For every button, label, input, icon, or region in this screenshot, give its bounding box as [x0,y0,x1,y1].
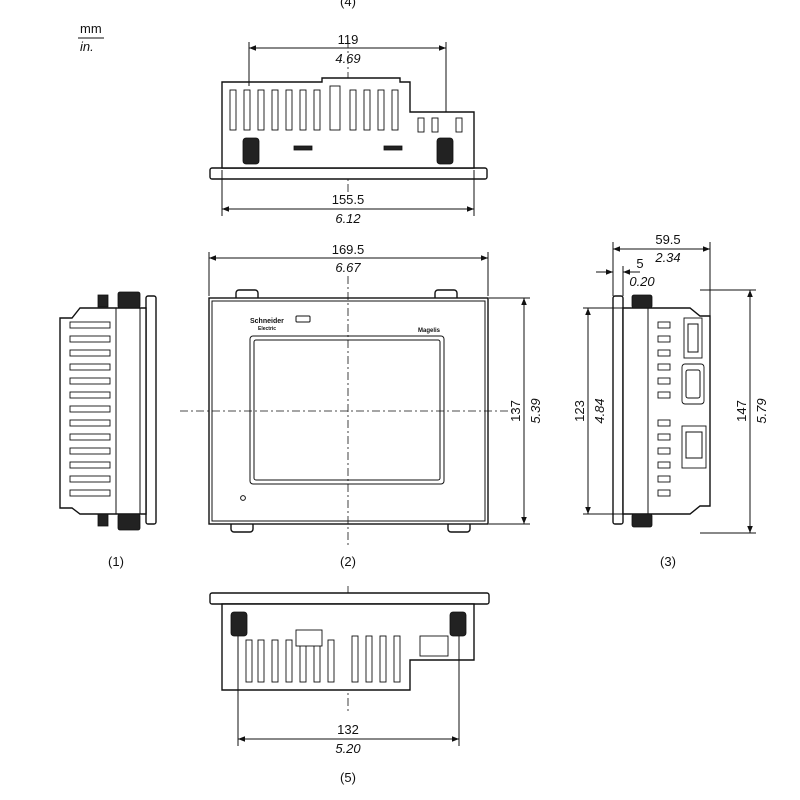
dim-side-bezel-in: 0.20 [629,274,655,289]
bottom-housing [221,603,475,691]
dim-front-height-mm: 137 [508,400,523,422]
view-label-5: (5) [340,770,356,785]
dim-side-bezel-mm: 5 [636,256,643,271]
power-connector [419,635,449,657]
view-label-4: (4) [340,0,356,9]
dim-side-outer-in: 5.79 [754,398,769,423]
bottom-connector [295,629,323,647]
left-bezel [145,295,157,525]
top-bezel [209,167,488,180]
view-label-2: (2) [340,554,356,569]
top-view: 119 4.69 155.5 6.12 [209,32,488,226]
dim-bottom-width-mm: 132 [337,722,359,737]
dim-side-outer-mm: 147 [734,400,749,422]
dim-side-inner-in: 4.84 [592,398,607,423]
front-view: 169.5 6.67 Schneider Electric Magelis 13… [180,242,543,569]
svg-text:Electric: Electric [258,326,276,332]
left-vents [69,321,111,497]
right-side-view: 59.5 2.34 5 0.20 123 4.84 147 5.79 (3) [572,232,769,569]
dim-side-depth-in: 2.34 [654,250,680,265]
dim-front-height-in: 5.39 [528,398,543,423]
dim-top-outer-mm: 155.5 [332,192,365,207]
unit-mm: mm [80,21,102,36]
serial-port [681,363,705,405]
top-clip-right [436,137,454,165]
bottom-bezel [209,592,490,605]
logo-mark [295,315,311,323]
left-side-view: (1) [59,291,157,569]
top-vents [229,85,463,133]
dim-front-width-in: 6.67 [335,260,361,275]
view-label-3: (3) [660,554,676,569]
dim-top-outer-in: 6.12 [335,211,361,226]
top-housing [221,77,475,169]
dim-front-width-mm: 169.5 [332,242,365,257]
brand-logo: Schneider [250,318,284,325]
view-label-1: (1) [108,554,124,569]
status-led [240,495,246,501]
top-mark-right [383,145,403,151]
bottom-view: 132 5.20 (5) [209,586,490,785]
model-logo: Magelis [418,328,441,334]
right-bezel [612,295,624,525]
dim-side-depth-mm: 59.5 [655,232,680,247]
front-screen [249,335,445,485]
right-vents [657,321,671,497]
unit-in: in. [80,39,94,54]
bottom-vents [245,635,401,683]
top-clip-left [242,137,260,165]
dim-side-inner-mm: 123 [572,400,587,422]
dim-bottom-width-in: 5.20 [335,741,361,756]
top-mark-left [293,145,313,151]
dim-top-inner-in: 4.69 [335,51,360,66]
dim-top-inner-mm: 119 [338,32,359,47]
